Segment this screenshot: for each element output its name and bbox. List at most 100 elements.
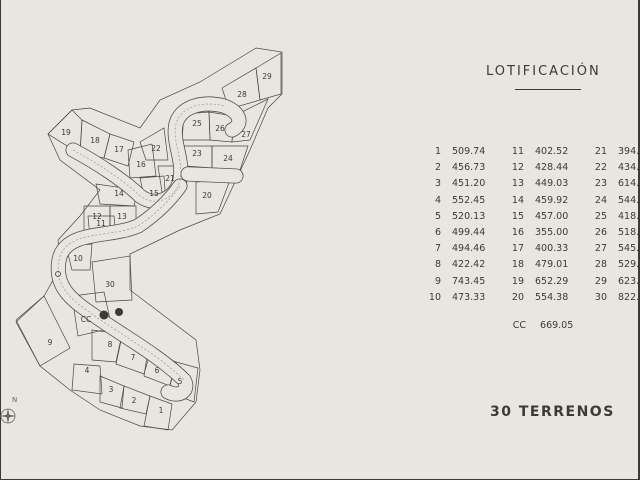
lot-area: 355.00: [535, 227, 569, 238]
map-lot-label: 14: [114, 189, 124, 198]
lot-number: 15: [511, 210, 524, 222]
lot-area-row: 2 456.73: [427, 162, 485, 174]
lot-2-parcel: [119, 385, 151, 415]
lot-5-parcel: [167, 361, 199, 403]
lot-16-parcel: [127, 143, 157, 179]
map-lot-label: 1: [159, 406, 164, 415]
map-lot-label: 6: [155, 366, 160, 375]
map-lot-label: 20: [202, 191, 212, 200]
roundabout-markers: [55, 271, 123, 320]
lot-area: 456.73: [452, 162, 486, 174]
lot-4-parcel: [71, 363, 103, 395]
lot-area: 652.29: [535, 275, 569, 287]
title-underline: [515, 89, 581, 90]
lot-number: 27: [594, 243, 607, 255]
total-lots-label: 30 TERRENOS: [490, 404, 615, 420]
cc-area: 669.05: [540, 320, 574, 331]
lot-area: 499.44: [452, 227, 486, 238]
lot-number: 7: [434, 243, 441, 255]
lot-area-row: 28 529.: [593, 259, 639, 271]
lots-layer: [15, 47, 283, 431]
map-lot-label: 5: [178, 377, 183, 386]
lot-number: 2: [434, 162, 441, 174]
lot-area: 457.00: [535, 210, 569, 222]
lot-area: 400.33: [535, 243, 569, 255]
lot-number: 19: [511, 275, 524, 287]
lot-area: 529.: [618, 259, 640, 271]
map-lot-label: 8: [108, 340, 113, 349]
map-lot-label: 21: [165, 174, 175, 183]
frame-right-border: [638, 0, 640, 480]
lot-number: 23: [594, 178, 607, 190]
lot-area: 545.: [618, 243, 640, 255]
map-lot-label: 25: [192, 119, 202, 128]
compass-north-label: N: [12, 396, 18, 404]
lot-3-parcel: [99, 375, 125, 409]
lot-number: 30: [594, 291, 607, 303]
lot-number: 24: [594, 194, 607, 206]
lot-number: 22: [594, 162, 607, 174]
lot-number: 5: [434, 210, 441, 222]
marker-dot-left: [99, 310, 109, 320]
map-lot-label: 15: [149, 189, 159, 198]
marker-dot-right: [115, 308, 123, 316]
lot-number: 17: [511, 243, 524, 255]
lot-area: 494.46: [452, 243, 486, 255]
lot-area: 743.45: [452, 275, 486, 287]
lot-number: 13: [511, 178, 524, 190]
map-lot-label: 24: [223, 154, 233, 163]
lot-area-row: 17 400.33: [510, 243, 568, 255]
lot-9-parcel: [15, 295, 71, 367]
map-lot-label: 30: [105, 280, 115, 289]
lot-number: 28: [594, 259, 607, 271]
lot-area-row: 19 652.29: [510, 276, 568, 288]
lot-number: 4: [434, 194, 441, 206]
lot-1-parcel: [143, 395, 173, 431]
cc-area-row: CC 669.05: [510, 320, 574, 332]
lot-17-parcel: [103, 133, 135, 167]
lot-area: 822.: [618, 291, 640, 303]
map-lot-label: 7: [131, 353, 136, 362]
lot-number: 12: [511, 162, 524, 174]
map-lot-label: 19: [61, 128, 71, 137]
map-lot-label: 9: [48, 338, 53, 347]
lot-number: 25: [594, 210, 607, 222]
map-lot-label: 2: [132, 396, 137, 405]
lot-area-row: 7 494.46: [427, 243, 485, 255]
lot-number: 21: [594, 146, 607, 157]
lot-area: 614.: [618, 178, 640, 190]
lot-area: 554.38: [535, 291, 569, 303]
lot-area: 402.52: [535, 146, 569, 157]
map-lot-label: 29: [262, 72, 272, 81]
map-lot-label: 22: [151, 144, 161, 153]
map-cc-label: CC: [81, 315, 91, 324]
lot-number: 14: [511, 194, 524, 206]
map-lot-label: 10: [73, 254, 83, 263]
lot-area: 422.42: [452, 259, 486, 271]
lot-number: 9: [434, 275, 441, 287]
lot-number: 29: [594, 275, 607, 287]
map-lot-label: 27: [241, 130, 251, 139]
lot-area: 479.01: [535, 259, 569, 271]
frame-left-border: [0, 0, 1, 480]
compass-rose-icon: [0, 408, 16, 424]
lot-area-row: 15 457.00: [510, 211, 568, 223]
lot-area: 473.33: [452, 291, 486, 303]
